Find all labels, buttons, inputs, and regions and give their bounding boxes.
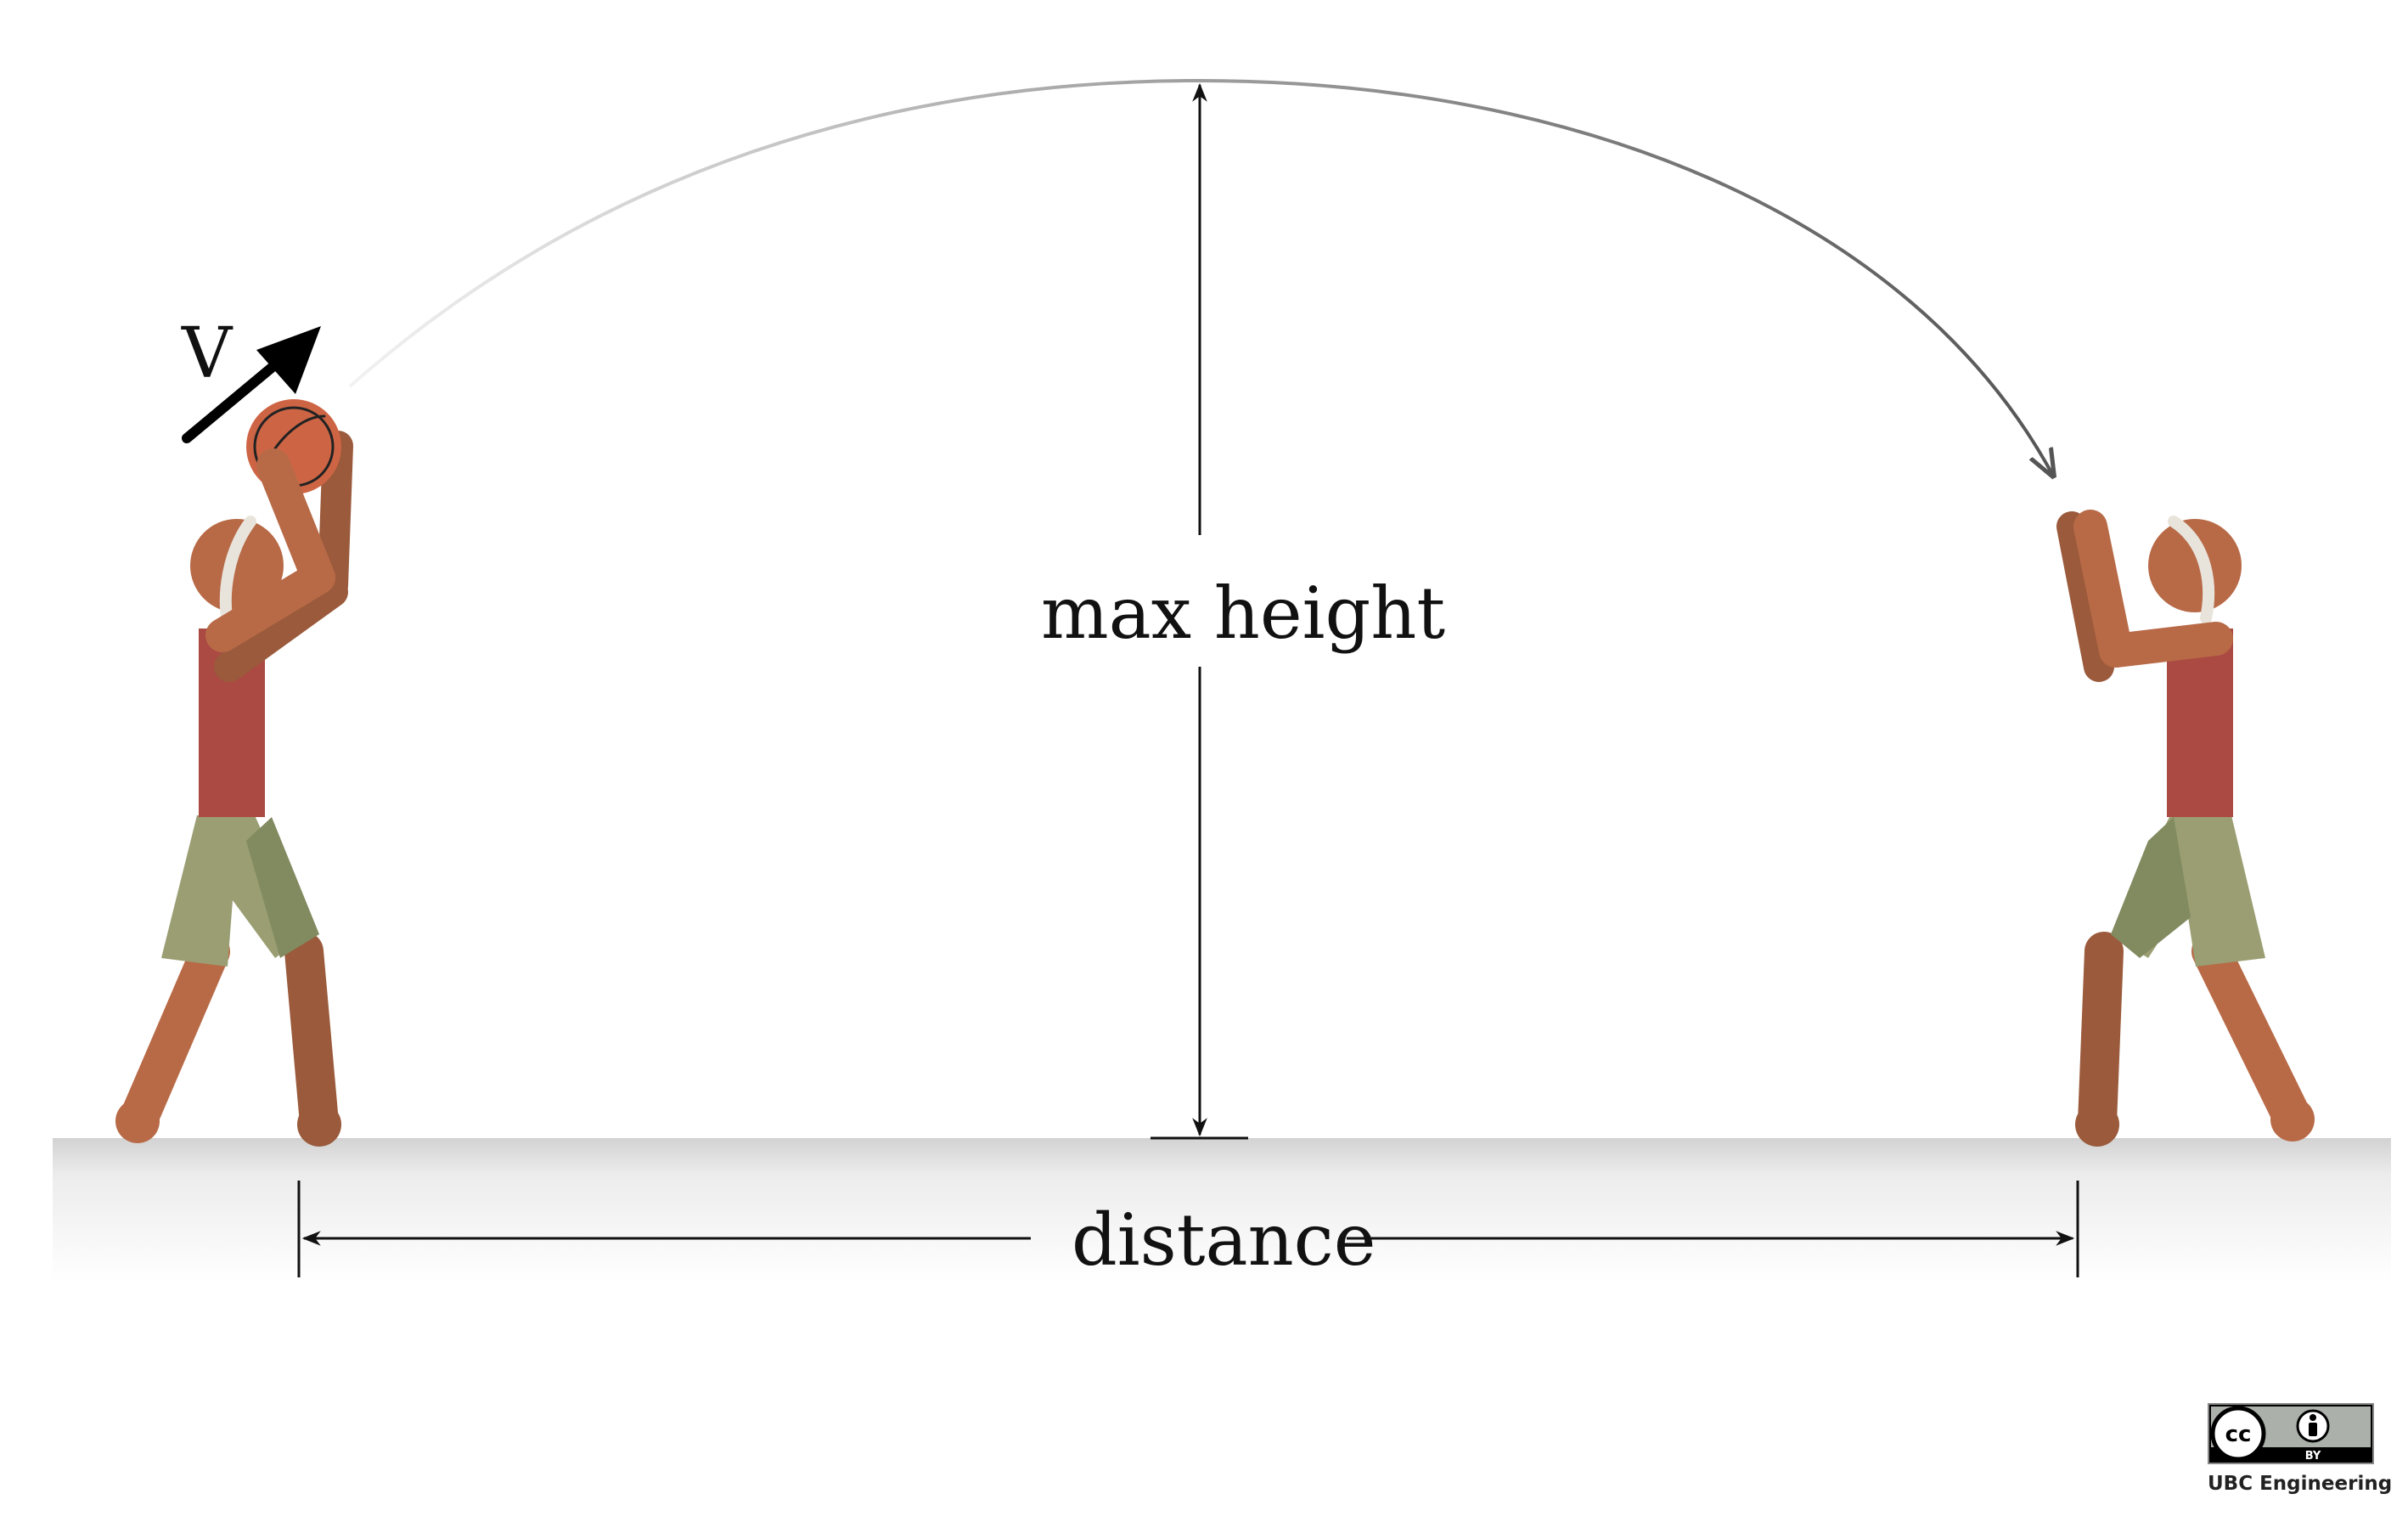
ground [53,1138,2391,1282]
right-player [2056,510,2315,1147]
license-badge: cc BY [2208,1403,2374,1464]
velocity-arrow [182,326,321,443]
trajectory-arc [348,78,2053,476]
distance-label: distance [1072,1198,1376,1282]
by-text: BY [2305,1450,2321,1463]
license-credit: UBC Engineering [2208,1473,2393,1495]
distance-dimension [297,1181,2079,1277]
attribution-person-icon [2296,1409,2330,1443]
max-height-dimension [1151,82,1248,1140]
creative-commons-icon: cc [2210,1406,2266,1462]
max-height-label: max height [1036,569,1451,657]
left-player [115,399,353,1147]
cc-text: cc [2225,1422,2252,1447]
velocity-label: V [182,313,233,394]
